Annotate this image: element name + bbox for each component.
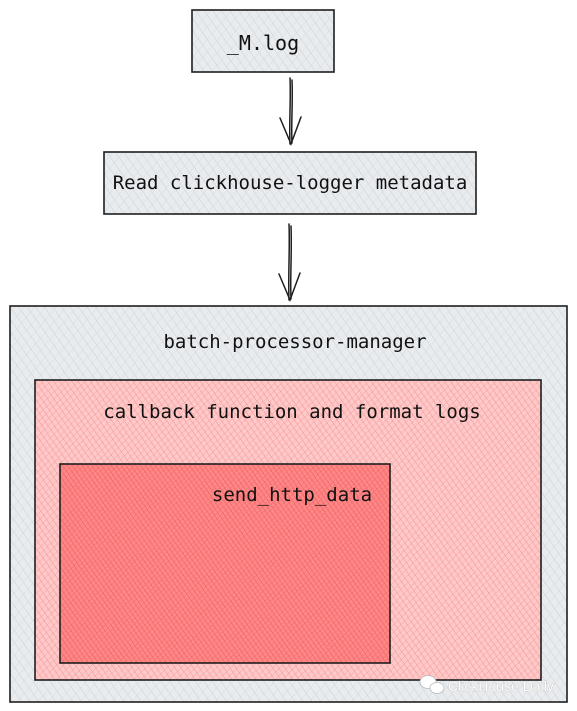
wechat-icon <box>419 675 445 694</box>
node-mlog-hatch-2 <box>192 10 334 72</box>
node-send-http: send_http_data <box>59 463 391 664</box>
node-batch-manager-border <box>9 305 568 703</box>
node-mlog-border <box>191 9 335 73</box>
node-read-metadata-label: Read clickhouse-logger metadata <box>113 172 468 194</box>
node-mlog-label: _M.log <box>227 31 299 55</box>
node-read-metadata-hatch-2 <box>104 152 476 214</box>
watermark: ClickHouse Daily <box>419 675 554 694</box>
node-callback-border <box>34 379 542 681</box>
arrow-mlog-to-read <box>279 77 302 147</box>
watermark-text: ClickHouse Daily <box>448 678 554 694</box>
node-read-metadata-border <box>103 151 477 215</box>
arrow-read-to-batch <box>278 223 301 303</box>
node-callback-label: callback function and format logs <box>103 401 481 423</box>
node-send-http-border <box>59 463 391 664</box>
node-send-http-label: send_http_data <box>212 484 372 506</box>
node-send-http-hatch-2 <box>60 464 390 663</box>
node-mlog: _M.log <box>191 9 335 73</box>
node-batch-manager-label: batch-processor-manager <box>163 331 426 353</box>
node-read-metadata: Read clickhouse-logger metadata <box>103 151 477 215</box>
